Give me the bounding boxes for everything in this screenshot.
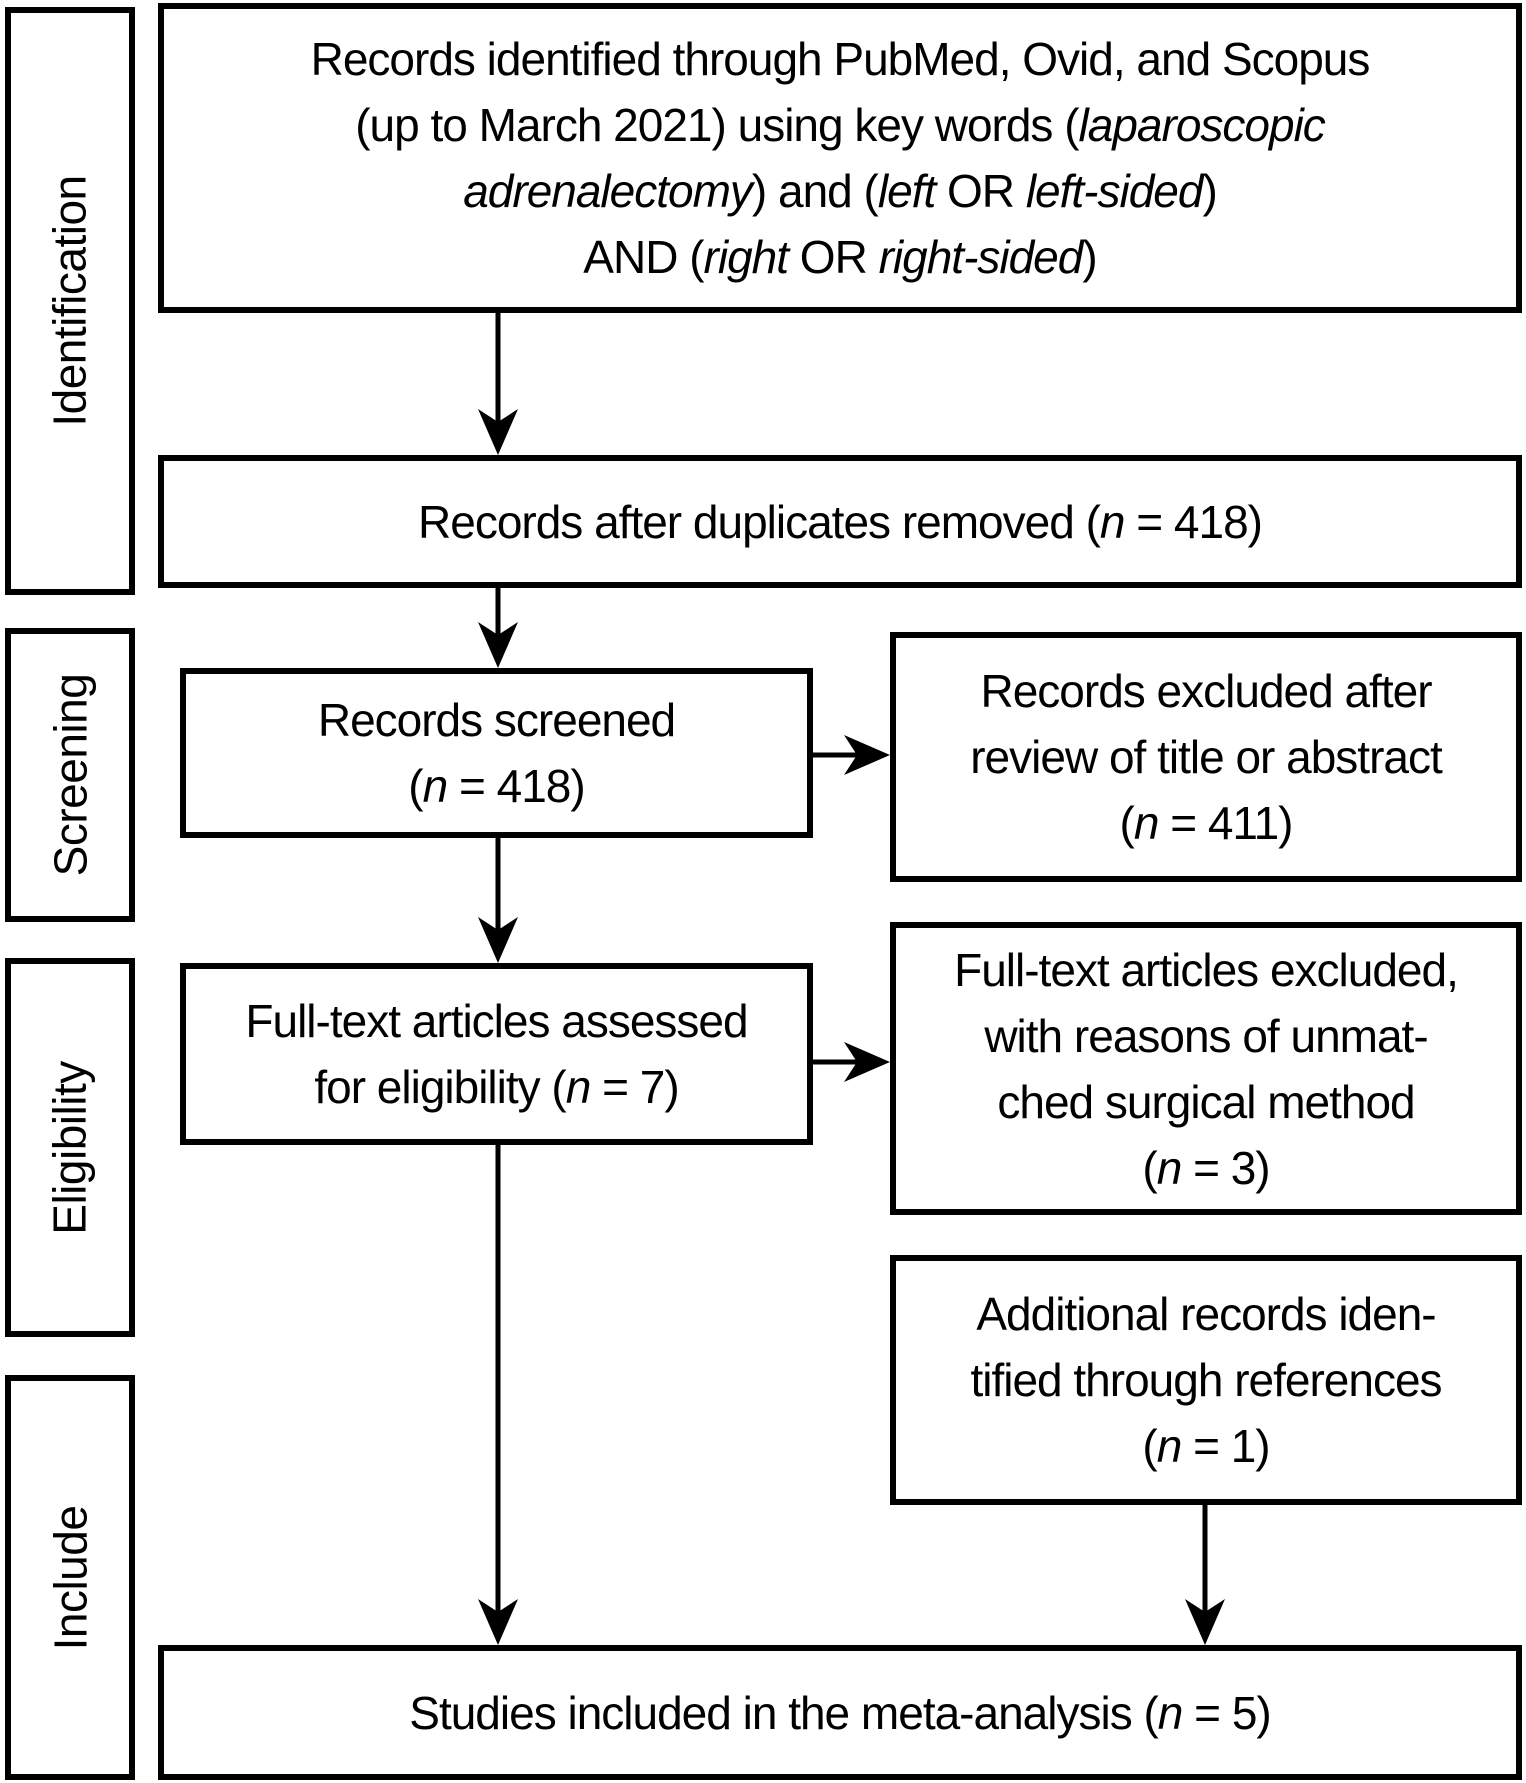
text-line: Records identified through PubMed, Ovid,… <box>310 33 1371 85</box>
text-line: ched surgical method <box>997 1075 1415 1128</box>
arrow-additional-to-included-icon <box>1185 1505 1225 1645</box>
box-records-excluded: Records excluded after review of title or… <box>890 632 1522 882</box>
stage-eligibility-label: Eligibility <box>44 1060 97 1235</box>
box-additional-records: Additional records iden-tified through r… <box>890 1255 1522 1505</box>
arrow-fulltext-to-included-icon <box>478 1145 518 1645</box>
box-records-screened: Records screened (n = 418) <box>180 668 813 838</box>
stage-include: Include <box>5 1375 135 1780</box>
arrow-duplicates-to-screened-icon <box>478 588 518 668</box>
text-line: adrenalectomy) and (left OR left-sided) <box>463 165 1218 217</box>
stage-screening: Screening <box>5 628 135 922</box>
text-line: (n = 418) <box>408 760 585 812</box>
box-duplicates-removed: Records after duplicates removed (n = 41… <box>158 455 1522 588</box>
box-studies-included: Studies included in the meta-analysis (n… <box>158 1645 1522 1780</box>
arrow-identified-to-duplicates-icon <box>478 313 518 455</box>
text-line: with reasons of unmat- <box>984 1009 1428 1062</box>
text-line: for eligibility (n = 7) <box>314 1061 679 1113</box>
stage-identification-label: Identification <box>44 175 96 427</box>
text-line: (n = 411) <box>1119 797 1294 849</box>
text-line: Records screened <box>317 694 676 746</box>
arrow-fulltext-to-excluded-icon <box>813 1042 890 1082</box>
arrow-screened-to-excluded-icon <box>813 735 890 775</box>
text-line: Full-text articles assessed <box>245 995 748 1047</box>
stage-include-label: Include <box>44 1505 96 1650</box>
text-line: AND (right OR right-sided) <box>583 231 1097 283</box>
stage-identification: Identification <box>5 7 135 595</box>
text-line: (up to March 2021) using key words (lapa… <box>355 99 1326 151</box>
box-fulltext-excluded: Full-text articles excluded, with reasons… <box>890 922 1522 1215</box>
stage-screening-label: Screening <box>44 673 97 877</box>
text-line: Records excluded after <box>980 665 1432 717</box>
text-line: review of title or abstract <box>970 731 1443 783</box>
stage-eligibility: Eligibility <box>5 958 135 1337</box>
box-fulltext-assessed: Full-text articles assessed for eligibili… <box>180 963 813 1145</box>
text-line: Additional records iden- <box>976 1288 1436 1340</box>
text-line: (n = 3) <box>1142 1141 1270 1194</box>
text-line: tified through references <box>970 1354 1442 1406</box>
text-line: Studies included in the meta-analysis (n… <box>409 1686 1271 1739</box>
text-line: (n = 1) <box>1142 1420 1270 1472</box>
text-line: Records after duplicates removed (n = 41… <box>418 495 1263 548</box>
text-line: Full-text articles excluded, <box>954 943 1459 996</box>
arrow-screened-to-fulltext-icon <box>478 838 518 963</box>
box-records-identified: Records identified through PubMed, Ovid,… <box>158 3 1522 313</box>
